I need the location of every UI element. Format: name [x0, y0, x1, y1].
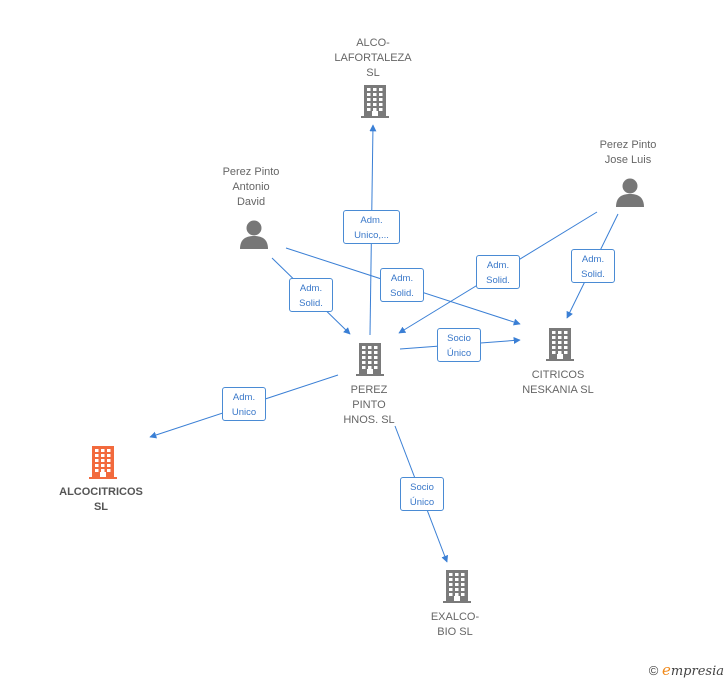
- edge-label: Socio Único: [400, 477, 444, 511]
- node-label-exalco-bio[interactable]: EXALCO- BIO SL: [430, 611, 480, 638]
- edge-label: Adm. Solid.: [476, 255, 520, 289]
- empresia-logo: empresia: [661, 661, 724, 679]
- copyright-symbol: ©: [648, 663, 659, 678]
- building-icon[interactable]: [89, 445, 117, 484]
- building-icon[interactable]: [443, 569, 471, 608]
- node-label-perez-jose[interactable]: Perez Pinto Jose Luis: [599, 139, 657, 166]
- building-icon[interactable]: [361, 84, 389, 123]
- edge-label: Adm. Unico: [222, 387, 266, 421]
- building-icon[interactable]: [356, 342, 384, 381]
- person-icon[interactable]: [615, 177, 645, 212]
- edge-label: Adm. Solid.: [571, 249, 615, 283]
- node-label-citricos-neskania[interactable]: CITRICOS NESKANIA SL: [522, 369, 594, 396]
- edge-label: Adm. Solid.: [289, 278, 333, 312]
- edge-label: Adm. Solid.: [380, 268, 424, 302]
- node-label-perez-hnos[interactable]: PEREZ PINTO HNOS. SL: [343, 384, 395, 426]
- node-label-perez-antonio[interactable]: Perez Pinto Antonio David: [222, 166, 280, 208]
- edge-label: Adm. Unico,...: [343, 210, 400, 244]
- person-icon[interactable]: [239, 219, 269, 254]
- node-label-alcocitricos[interactable]: ALCOCITRICOS SL: [59, 486, 143, 513]
- node-label-alco-lafortaleza[interactable]: ALCO- LAFORTALEZA SL: [334, 37, 412, 79]
- edge-label: Socio Único: [437, 328, 481, 362]
- building-icon[interactable]: [546, 327, 574, 366]
- footer-brand: © empresia: [649, 661, 724, 679]
